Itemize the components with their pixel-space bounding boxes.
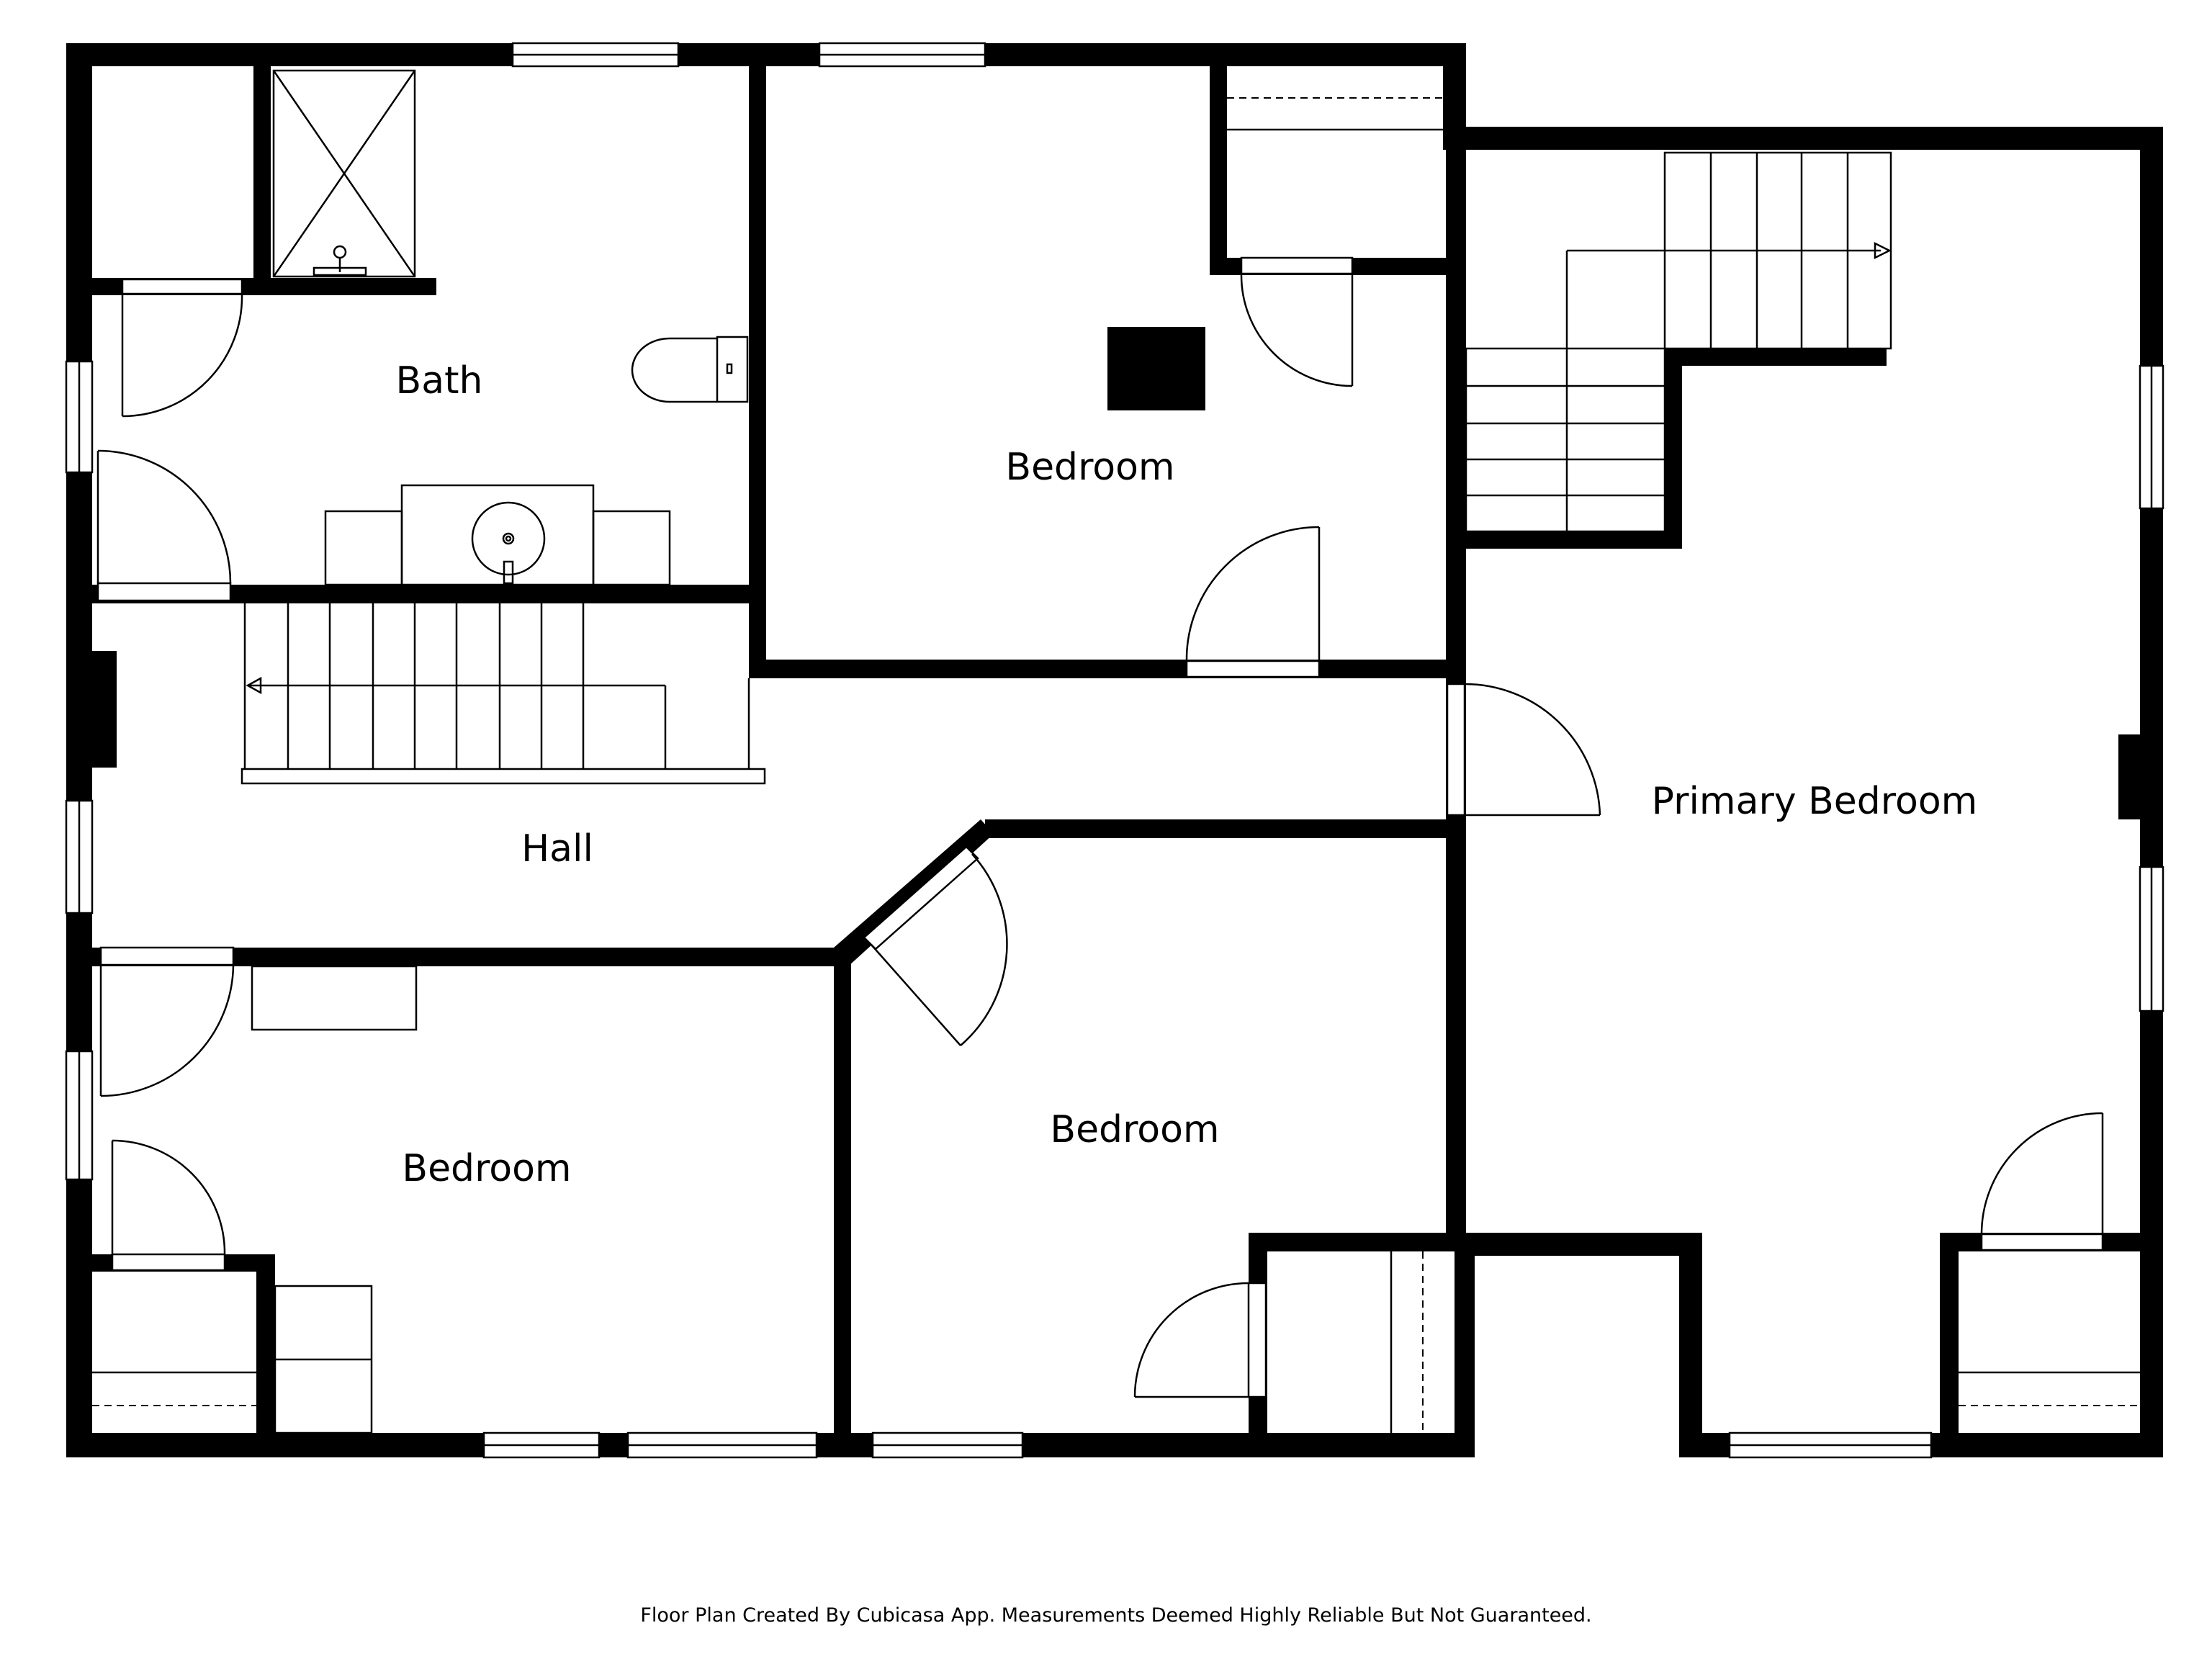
room-label-bedroom-top: Bedroom [1005,446,1174,489]
doors [96,256,2104,1398]
windows [65,42,2164,1459]
fixtures [92,69,2140,1434]
interior-walls [92,66,2163,1457]
room-label-bath: Bath [396,359,483,403]
room-label-hall: Hall [521,827,593,871]
room-label-bedroom-middle: Bedroom [1050,1108,1219,1151]
footer-credit: Floor Plan Created By Cubicasa App. Meas… [640,1604,1591,1627]
room-label-primary-bedroom: Primary Bedroom [1652,780,1978,823]
room-label-bedroom-bottom-left: Bedroom [402,1147,571,1190]
room-labels: Bath Bedroom Hall Primary Bedroom Bedroo… [396,359,1978,1190]
